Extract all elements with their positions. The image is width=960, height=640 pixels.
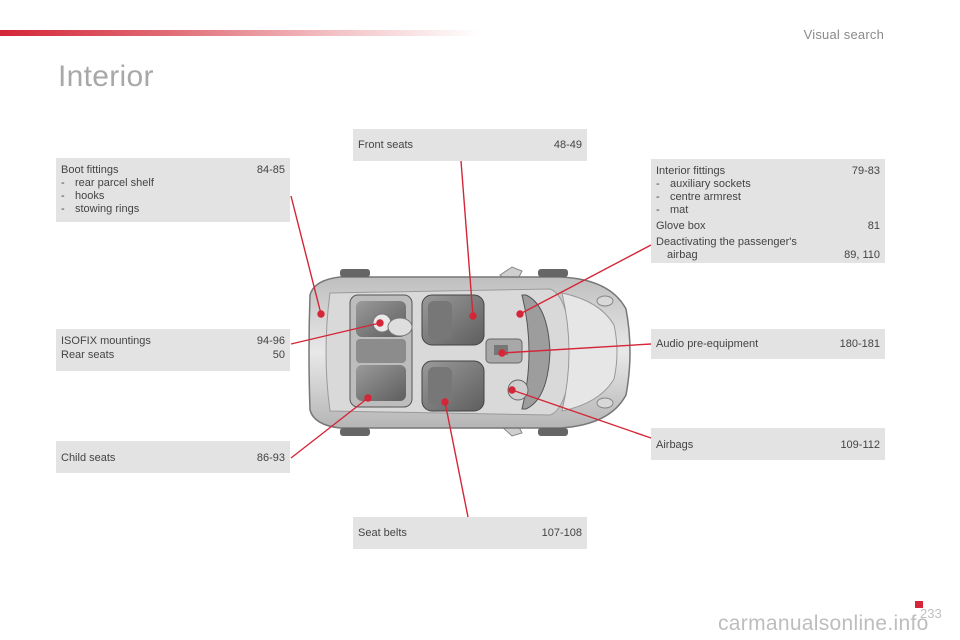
interior-fittings-pages: 79-83	[851, 165, 880, 177]
boot-item: stowing rings	[75, 203, 140, 215]
isofix-box[interactable]: ISOFIX mountings 94-96 Rear seats 50	[56, 329, 290, 371]
callout-interior	[519, 244, 652, 315]
interior-item: auxiliary sockets	[670, 178, 751, 190]
interior-fittings-label: Interior fittings	[656, 165, 726, 177]
glove-box-pages: 81	[867, 220, 880, 232]
boot-fittings-pages: 84-85	[256, 164, 285, 176]
page-number: 233	[920, 606, 942, 621]
watermark-text: carmanualsonline.info	[718, 612, 929, 635]
callout-belts	[444, 401, 469, 518]
rear-seats-pages: 50	[272, 349, 285, 361]
rear-seats-label: Rear seats	[61, 349, 115, 361]
airbags-box[interactable]: Airbags 109-112	[651, 428, 885, 460]
callout-airbags-dot	[508, 386, 516, 394]
callout-boot-dot	[317, 310, 325, 318]
seat-belts-box[interactable]: Seat belts 107-108	[353, 517, 587, 549]
child-seats-pages: 86-93	[256, 452, 285, 464]
seat-belts-label: Seat belts	[358, 527, 407, 539]
front-seats-box[interactable]: Front seats 48-49	[353, 129, 587, 161]
seat-belts-pages: 107-108	[541, 527, 582, 539]
callout-front	[460, 160, 474, 317]
isofix-pages: 94-96	[256, 335, 285, 347]
callout-isofix	[290, 322, 381, 345]
callout-airbags	[511, 389, 652, 439]
audio-pages: 180-181	[839, 338, 880, 350]
page-title: Interior	[58, 60, 154, 93]
interior-item: mat	[670, 204, 689, 216]
boot-fittings-label: Boot fittings	[61, 164, 119, 176]
callout-audio	[501, 343, 652, 354]
callout-child-dot	[364, 394, 372, 402]
callout-isofix-dot	[376, 319, 384, 327]
audio-label: Audio pre-equipment	[656, 338, 759, 350]
callout-boot	[290, 195, 322, 315]
callout-interior-dot	[516, 310, 524, 318]
section-title: Visual search	[803, 27, 884, 42]
header-accent-bar	[0, 30, 480, 36]
airbags-pages: 109-112	[840, 439, 880, 451]
front-seats-pages: 48-49	[553, 139, 582, 151]
page-marker	[915, 601, 923, 608]
car-top-view-illustration	[308, 266, 631, 437]
airbag-deactivation-pages: 89, 110	[844, 249, 880, 261]
child-seats-box[interactable]: Child seats 86-93	[56, 441, 290, 473]
airbag-label-cont: airbag	[667, 249, 698, 261]
boot-item: hooks	[75, 190, 105, 202]
front-seats-label: Front seats	[358, 139, 414, 151]
boot-item: rear parcel shelf	[75, 177, 154, 189]
audio-box[interactable]: Audio pre-equipment 180-181	[651, 329, 885, 359]
airbag-deactivation-label: Deactivating the passenger's	[656, 236, 797, 248]
callout-child	[290, 397, 369, 459]
glove-box-label: Glove box	[656, 220, 706, 232]
child-seats-label: Child seats	[61, 452, 116, 464]
airbags-label: Airbags	[656, 439, 694, 451]
isofix-label: ISOFIX mountings	[61, 335, 151, 347]
callout-audio-dot	[498, 349, 506, 357]
interior-item: centre armrest	[670, 191, 741, 203]
callout-front-dot	[469, 312, 477, 320]
callout-belts-dot	[441, 398, 449, 406]
